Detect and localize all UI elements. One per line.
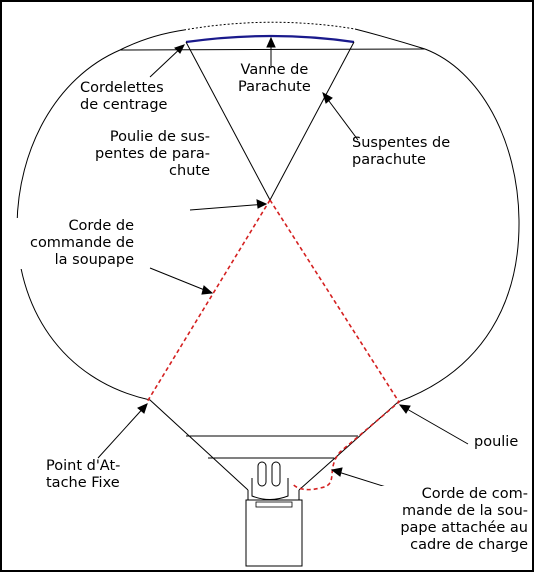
label-poulie: poulie — [474, 434, 519, 450]
crown-base-line — [119, 48, 426, 51]
label-cordelettes-de-centrage: Cordelettes de centrage — [80, 80, 168, 113]
label-corde-de-commande-cadre: Corde de com- mande de la sou- pape atta… — [380, 486, 528, 554]
basket-icon — [245, 499, 303, 567]
label-suspentes-de-parachute: Suspentes de parachute — [352, 135, 451, 168]
envelope-outline — [16, 49, 249, 491]
label-vanne-de-parachute: Vanne de Parachute — [238, 62, 311, 95]
crown-cap-right — [354, 28, 426, 50]
pointer-arrows — [97, 36, 469, 494]
suspension-line-right — [269, 41, 355, 201]
control-line — [146, 199, 401, 491]
label-poulie-de-suspentes: Poulie de sus- pentes de para- chute — [95, 129, 210, 179]
crown-cap-left — [119, 29, 185, 51]
parachute-vent — [185, 34, 355, 44]
envelope-outline-right — [298, 48, 520, 491]
label-corde-de-commande: Corde de commande de la soupape — [14, 218, 134, 269]
label-point-d-attache-fixe: Point d'At- tache Fixe — [46, 458, 121, 491]
suspension-line-left — [185, 41, 271, 201]
burner-icon — [247, 461, 300, 500]
crown-dotted-line — [183, 21, 356, 31]
